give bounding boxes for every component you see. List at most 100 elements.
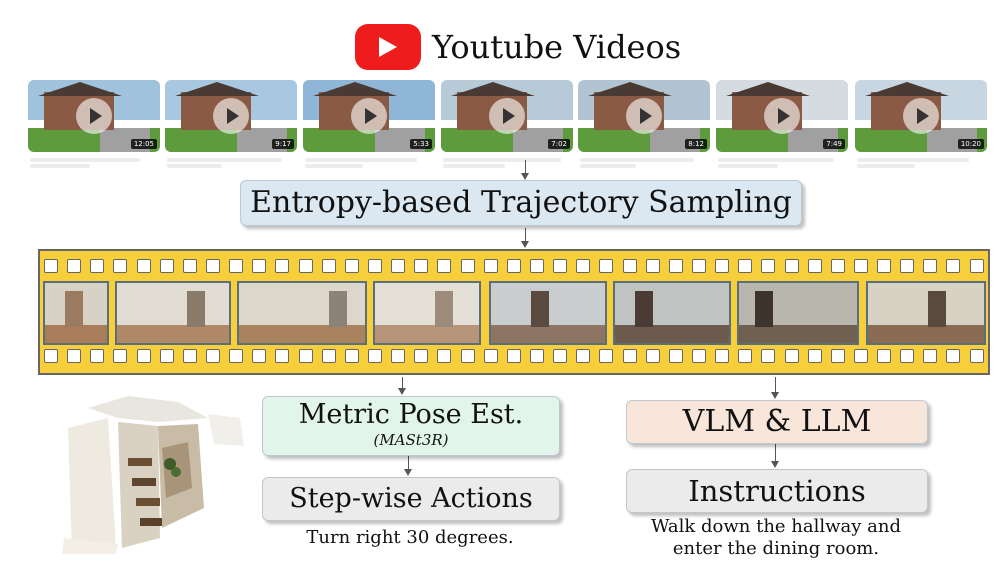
pose-method-label: (MASt3R) bbox=[373, 431, 449, 449]
film-perforations-top bbox=[44, 259, 984, 275]
video-thumbnail[interactable]: 10:20 bbox=[855, 80, 987, 152]
film-hole bbox=[229, 349, 244, 363]
film-hole bbox=[969, 349, 984, 363]
film-perforations-bottom bbox=[44, 349, 984, 365]
arrow-to-pose bbox=[398, 377, 406, 395]
film-hole bbox=[668, 349, 683, 363]
film-hole bbox=[691, 349, 706, 363]
video-duration: 7:49 bbox=[823, 139, 845, 149]
video-thumbnail[interactable]: 8:12 bbox=[578, 80, 710, 152]
film-hole bbox=[90, 349, 105, 363]
film-hole bbox=[784, 349, 799, 363]
film-hole bbox=[761, 259, 776, 273]
pose-estimation-label: Metric Pose Est. bbox=[298, 399, 524, 430]
film-hole bbox=[437, 349, 452, 363]
film-hole bbox=[738, 349, 753, 363]
film-hole bbox=[599, 259, 614, 273]
film-hole bbox=[460, 259, 475, 273]
video-frame bbox=[737, 281, 859, 345]
action-example-text: Turn right 30 degrees. bbox=[306, 527, 514, 548]
film-hole bbox=[67, 349, 82, 363]
film-hole bbox=[113, 349, 128, 363]
film-hole bbox=[715, 259, 730, 273]
film-hole bbox=[691, 259, 706, 273]
film-hole bbox=[275, 349, 290, 363]
film-hole bbox=[414, 259, 429, 273]
film-hole bbox=[182, 349, 197, 363]
film-hole bbox=[529, 259, 544, 273]
film-hole bbox=[877, 349, 892, 363]
arrow-to-vlm bbox=[771, 377, 779, 399]
video-duration: 10:20 bbox=[957, 139, 984, 149]
film-hole bbox=[205, 259, 220, 273]
film-hole bbox=[113, 259, 128, 273]
play-icon[interactable] bbox=[764, 98, 800, 134]
video-duration: 12:05 bbox=[130, 139, 157, 149]
youtube-videos-title: Youtube Videos bbox=[432, 28, 682, 66]
film-hole bbox=[923, 349, 938, 363]
film-hole bbox=[136, 259, 151, 273]
film-hole bbox=[877, 259, 892, 273]
youtube-logo-icon bbox=[355, 24, 421, 70]
film-hole bbox=[205, 349, 220, 363]
film-hole bbox=[321, 259, 336, 273]
video-duration: 9:17 bbox=[272, 139, 294, 149]
step-wise-actions-box: Step-wise Actions bbox=[262, 477, 560, 521]
film-hole bbox=[159, 349, 174, 363]
film-hole bbox=[576, 349, 591, 363]
film-hole bbox=[367, 259, 382, 273]
film-hole bbox=[391, 259, 406, 273]
film-hole bbox=[622, 349, 637, 363]
film-hole bbox=[136, 349, 151, 363]
video-thumbnail[interactable]: 7:49 bbox=[716, 80, 848, 152]
film-hole bbox=[159, 259, 174, 273]
film-hole bbox=[67, 259, 82, 273]
video-frame bbox=[613, 281, 731, 345]
arrow-to-actions bbox=[404, 456, 412, 476]
film-hole bbox=[761, 349, 776, 363]
arrow-to-film bbox=[521, 228, 529, 248]
play-icon[interactable] bbox=[903, 98, 939, 134]
film-hole bbox=[807, 349, 822, 363]
instructions-box: Instructions bbox=[626, 469, 928, 513]
video-frame bbox=[866, 281, 986, 345]
film-hole bbox=[946, 259, 961, 273]
film-hole bbox=[414, 349, 429, 363]
point-cloud-reconstruction bbox=[62, 396, 244, 554]
vlm-llm-box: VLM & LLM bbox=[626, 400, 928, 444]
film-hole bbox=[830, 349, 845, 363]
video-thumbnail[interactable]: 9:17 bbox=[165, 80, 297, 152]
film-hole bbox=[900, 349, 915, 363]
film-strip bbox=[38, 249, 990, 375]
play-icon[interactable] bbox=[213, 98, 249, 134]
film-hole bbox=[969, 259, 984, 273]
video-thumbnail[interactable]: 5:33 bbox=[303, 80, 435, 152]
metric-pose-estimation-box: Metric Pose Est. (MASt3R) bbox=[262, 396, 560, 456]
video-frame bbox=[489, 281, 607, 345]
film-hole bbox=[900, 259, 915, 273]
video-frame bbox=[237, 281, 367, 345]
play-icon[interactable] bbox=[351, 98, 387, 134]
film-hole bbox=[529, 349, 544, 363]
play-icon[interactable] bbox=[76, 98, 112, 134]
instruction-example-text: Walk down the hallway and enter the dini… bbox=[650, 516, 902, 559]
film-hole bbox=[622, 259, 637, 273]
film-hole bbox=[391, 349, 406, 363]
play-icon[interactable] bbox=[626, 98, 662, 134]
video-frame bbox=[43, 281, 109, 345]
film-hole bbox=[229, 259, 244, 273]
arrow-to-sampling bbox=[521, 160, 529, 180]
film-hole bbox=[298, 349, 313, 363]
film-hole bbox=[946, 349, 961, 363]
video-duration: 8:12 bbox=[685, 139, 707, 149]
film-hole bbox=[553, 349, 568, 363]
video-duration: 5:33 bbox=[410, 139, 432, 149]
video-frame bbox=[373, 281, 481, 345]
film-hole bbox=[275, 259, 290, 273]
film-hole bbox=[715, 349, 730, 363]
video-thumbnail[interactable]: 7:02 bbox=[441, 80, 573, 152]
film-hole bbox=[599, 349, 614, 363]
play-icon[interactable] bbox=[489, 98, 525, 134]
film-hole bbox=[298, 259, 313, 273]
video-thumbnail[interactable]: 12:05 bbox=[28, 80, 160, 152]
